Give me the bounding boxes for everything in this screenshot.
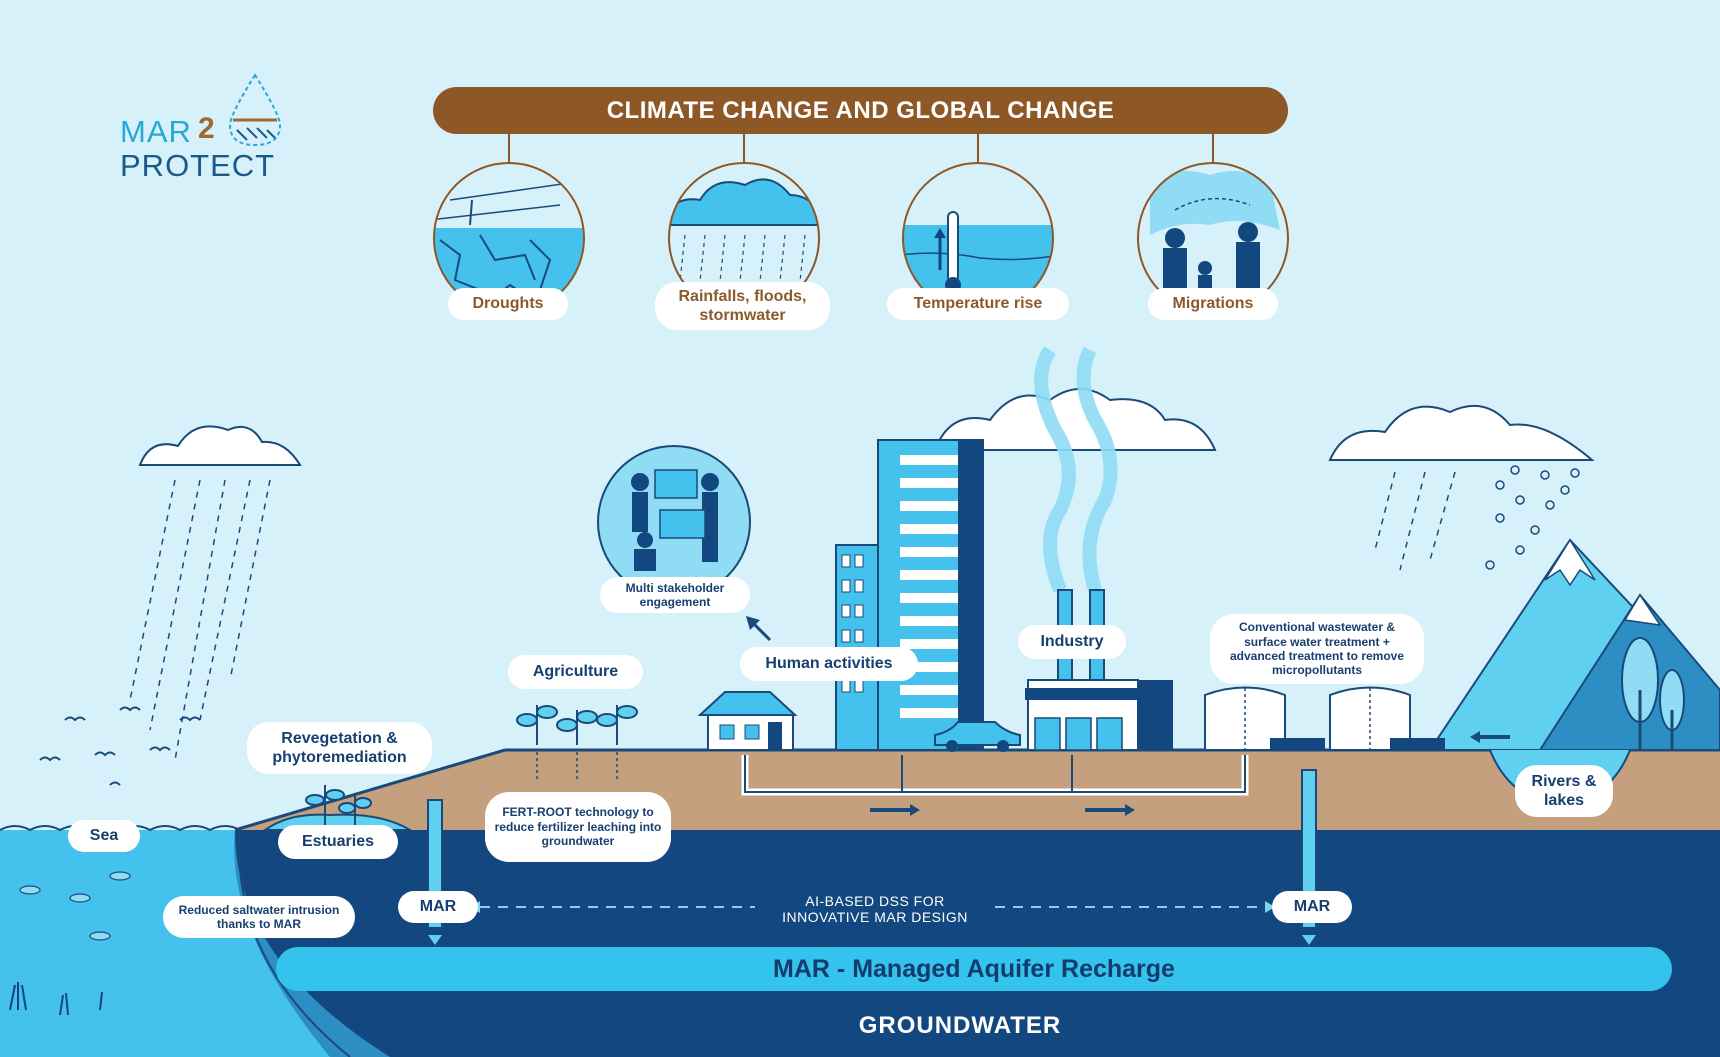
label-fert-root: FERT-ROOT technology to reduce fertilize… — [485, 792, 671, 862]
house-icon — [697, 691, 798, 751]
label-ai-dss: AI-BASED DSS FOR INNOVATIVE MAR DESIGN — [782, 893, 968, 926]
label-estuaries: Estuaries — [278, 825, 398, 859]
plant-icon — [516, 705, 638, 745]
label-saltwater: Reduced saltwater intrusion thanks to MA… — [163, 896, 355, 938]
treatment-tank-icon — [1204, 686, 1445, 751]
logo-drop-icon — [228, 73, 282, 147]
birds-icon — [39, 706, 201, 786]
mar2protect-logo: MAR 2 PROTECT — [120, 70, 320, 190]
label-revegetation: Revegetation & phytoremediation — [247, 722, 432, 774]
skyscraper-icon — [835, 439, 984, 751]
label-sea: Sea — [68, 820, 140, 852]
cloud-left-icon — [129, 425, 302, 761]
impact-label-temperature: Temperature rise — [887, 288, 1069, 320]
seaweed-icon — [9, 982, 103, 1016]
label-human-activities: Human activities — [740, 647, 918, 681]
car-icon — [934, 721, 1021, 752]
label-mar-right: MAR — [1272, 891, 1352, 923]
mar-aquifer-bar: MAR - Managed Aquifer Recharge — [276, 947, 1672, 991]
mar-well-right — [1301, 769, 1317, 929]
factory-icon — [1025, 589, 1173, 751]
fish-icon — [19, 871, 131, 941]
impact-label-migrations: Migrations — [1148, 288, 1278, 320]
label-agriculture: Agriculture — [508, 655, 643, 689]
logo-word-mar: MAR — [120, 114, 192, 149]
smoke-icon — [933, 346, 1217, 593]
logo-word-protect: PROTECT — [120, 148, 276, 183]
cloud-right-icon — [1328, 404, 1595, 571]
impact-label-rainfalls: Rainfalls, floods, stormwater — [655, 282, 830, 330]
label-multi-stakeholder: Multi stakeholder engagement — [600, 577, 750, 613]
label-industry: Industry — [1018, 625, 1126, 659]
logo-number: 2 — [198, 112, 215, 145]
label-treatment: Conventional wastewater & surface water … — [1210, 614, 1424, 684]
climate-change-banner: CLIMATE CHANGE AND GLOBAL CHANGE — [433, 87, 1288, 134]
flow-arrows — [870, 804, 1135, 816]
label-rivers-lakes: Rivers & lakes — [1515, 765, 1613, 817]
tree-icon — [1621, 637, 1685, 750]
impact-label-droughts: Droughts — [448, 288, 568, 320]
label-mar-left: MAR — [398, 891, 478, 923]
seedling-icon — [305, 785, 372, 825]
label-groundwater: GROUNDWATER — [858, 1012, 1062, 1039]
